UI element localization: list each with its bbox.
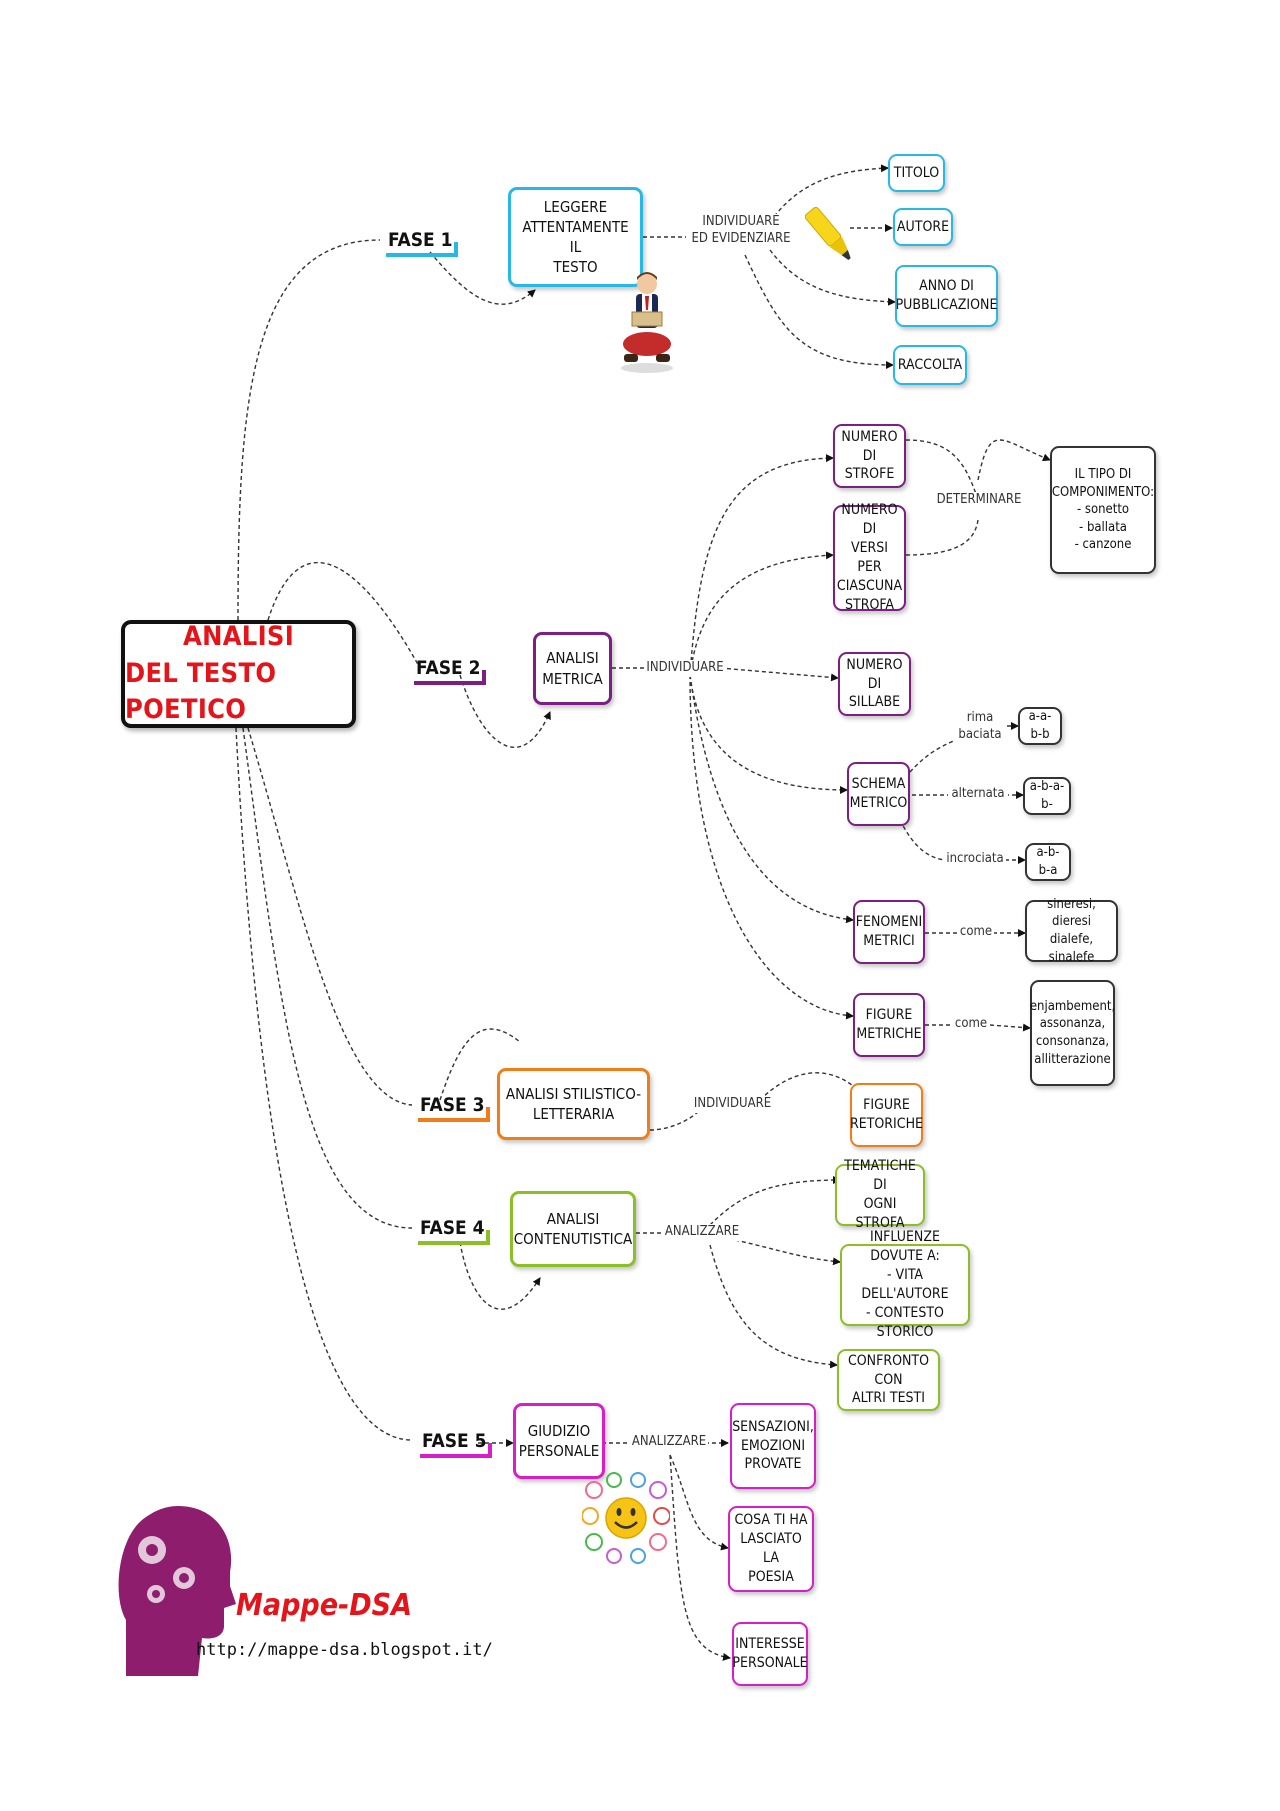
node-leggere-testo: LEGGERE ATTENTAMENTE IL TESTO (508, 187, 643, 287)
main-title-box: ANALISI DEL TESTO POETICO (121, 620, 356, 728)
label-analizzare-giudizio: ANALIZZARE (630, 1434, 708, 1451)
node-tipo-componimento: IL TIPO DI COMPONIMENTO: - sonetto - bal… (1050, 446, 1156, 574)
smiley-faces-icon (582, 1472, 670, 1564)
node-sensazioni: SENSAZIONI, EMOZIONI PROVATE (730, 1403, 816, 1489)
main-title-line2: DEL TESTO POETICO (125, 657, 277, 726)
logo-url[interactable]: http://mappe-dsa.blogspot.it/ (196, 1640, 493, 1660)
highlighter-icon (805, 206, 851, 261)
link-main-fase4 (242, 727, 413, 1229)
link-fase2-metrica (459, 674, 551, 748)
node-fenomeni-metrici: FENOMENI METRICI (853, 900, 925, 964)
node-rima-abba: a-b-b-a (1025, 843, 1071, 881)
node-confronto: CONFRONTO CON ALTRI TESTI (837, 1349, 940, 1411)
node-raccolta: RACCOLTA (893, 345, 967, 385)
node-fenomeni-esempi: sineresi, dieresi dialefe, sinalefe (1025, 897, 1118, 965)
link-to-tematiche (709, 1176, 841, 1226)
fase-3-label: FASE 3 (418, 1095, 490, 1122)
link-to-sillabe (719, 667, 839, 682)
link-versi-determinare (905, 519, 979, 556)
label-individuare-metrica: INDIVIDUARE (645, 660, 725, 677)
node-giudizio-personale: GIUDIZIO PERSONALE (513, 1403, 605, 1479)
label-rima-baciata: rima baciata (955, 710, 1005, 744)
node-analisi-contenutistica: ANALISI CONTENUTISTICA (510, 1191, 636, 1267)
link-main-fase5 (235, 727, 413, 1441)
label-analizzare-contenuto: ANALIZZARE (664, 1224, 740, 1241)
child-reading-icon (621, 272, 673, 373)
link-main-fase3 (247, 727, 413, 1106)
link-to-numero-strofe (689, 454, 834, 676)
node-cosa-ti-ha-lasciato: COSA TI HA LASCIATO LA POESIA (728, 1506, 814, 1592)
link-come-esempi2 (989, 1023, 1031, 1032)
node-interesse-personale: INTERESSE PERSONALE (732, 1622, 808, 1686)
node-anno-pubblicazione: ANNO DI PUBBLICAZIONE (895, 265, 998, 327)
link-main-fase1 (237, 239, 381, 621)
node-figure-metriche-esempi: enjambement, assonanza, consonanza, alli… (1030, 980, 1115, 1086)
link-fase3-stilistico (439, 1028, 521, 1101)
label-come-fenomeni: come (958, 924, 994, 941)
link-to-anno (769, 249, 896, 306)
main-title-line1: ANALISI (182, 621, 295, 653)
label-incrociata: incrociata (944, 851, 1006, 868)
link-schema-baciata (909, 737, 961, 773)
node-numero-sillabe: NUMERO DI SILLABE (838, 652, 911, 716)
link-to-schema (689, 674, 848, 794)
logo-brand: Mappe-DSA (236, 1588, 412, 1623)
link-fase1-leggere (429, 251, 536, 305)
link-strofe-determinare (905, 439, 979, 501)
node-figure-retoriche: FIGURE RETORICHE (850, 1083, 923, 1147)
label-determinare: DETERMINARE (934, 492, 1024, 509)
link-to-titolo (769, 164, 889, 223)
link-determinare-tipo (977, 439, 1051, 481)
node-influenze: INFLUENZE DOVUTE A: - VITA DELL'AUTORE -… (840, 1229, 970, 1340)
node-numero-strofe: NUMERO DI STROFE (833, 424, 906, 488)
link-to-fenomeni (689, 674, 854, 924)
label-alternata: alternata (948, 786, 1008, 803)
node-titolo: TITOLO (888, 154, 945, 192)
link-to-interesse (669, 1454, 731, 1661)
label-individuare-stilistico: INDIVIDUARE (690, 1096, 775, 1113)
label-come-figure: come (953, 1016, 989, 1033)
gear-head-icon (118, 1506, 236, 1676)
node-analisi-stilistico: ANALISI STILISTICO- LETTERARIA (497, 1068, 650, 1140)
fase-2-label: FASE 2 (414, 658, 486, 685)
label-individuare-evidenziare: INDIVIDUARE ED EVIDENZIARE (686, 214, 796, 248)
node-schema-metrico: SCHEMA METRICO (847, 762, 910, 826)
link-to-cosa (669, 1454, 729, 1551)
node-numero-versi: NUMERO DI VERSI PER CIASCUNA STROFA (833, 502, 906, 613)
link-to-figure-retoriche (759, 1072, 864, 1101)
link-fase4-contenutistica (459, 1241, 541, 1310)
link-to-raccolta (744, 254, 894, 369)
node-analisi-metrica: ANALISI METRICA (533, 632, 612, 705)
link-to-confronto (709, 1244, 838, 1369)
link-to-numero-versi (689, 551, 834, 676)
fase-1-label: FASE 1 (386, 230, 458, 257)
node-rima-abab: a-b-a-b- (1023, 777, 1071, 815)
link-to-figure-metriche (689, 674, 854, 1020)
link-schema-incrociata (899, 819, 946, 861)
link-stilistico-label (649, 1109, 701, 1131)
node-autore: AUTORE (893, 208, 953, 246)
fase-5-label: FASE 5 (420, 1431, 492, 1458)
node-tematiche: TEMATICHE DI OGNI STROFA (835, 1158, 925, 1231)
fase-4-label: FASE 4 (418, 1218, 490, 1245)
link-to-influenze (734, 1239, 841, 1266)
node-figure-metriche: FIGURE METRICHE (853, 993, 925, 1057)
node-rima-aabb: a-a-b-b (1018, 707, 1062, 745)
